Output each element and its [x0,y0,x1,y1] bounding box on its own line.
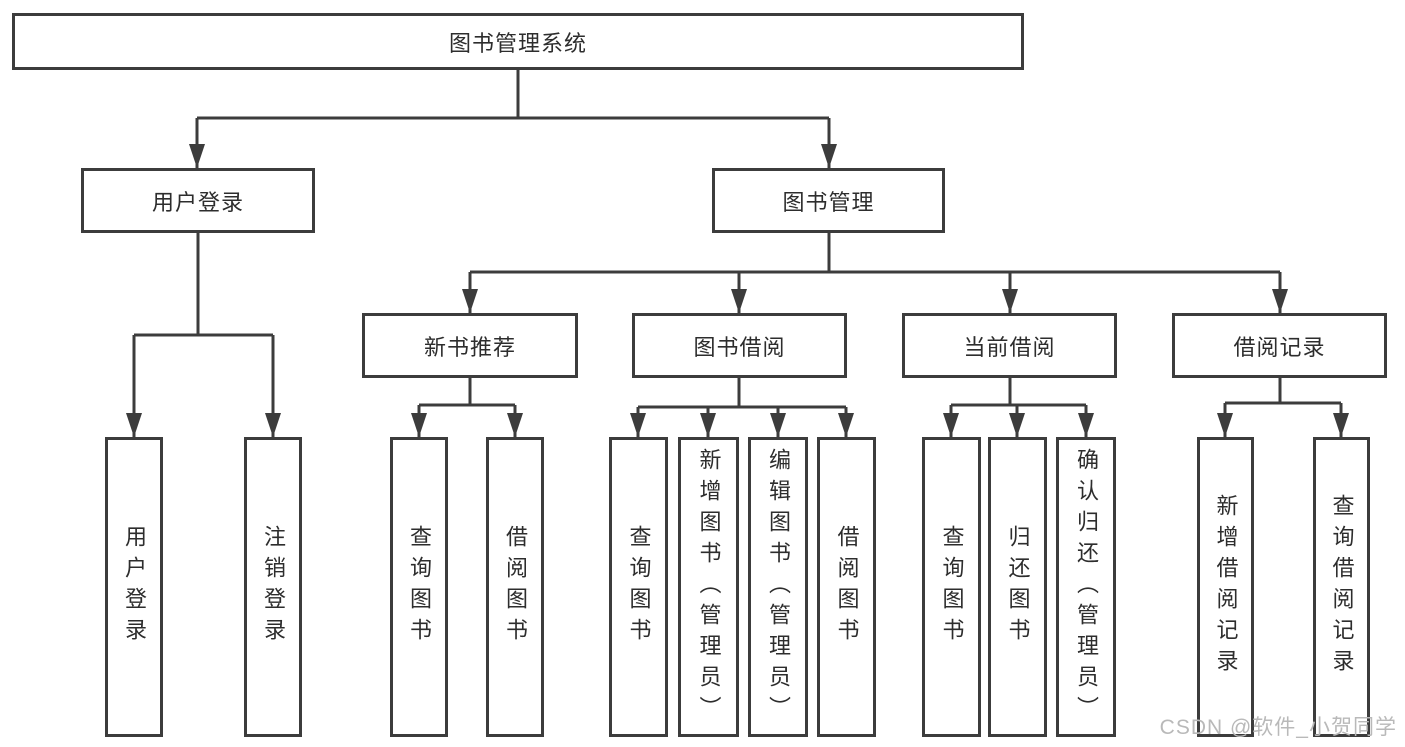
node-label: 注销登录 [261,525,286,649]
node-root-system: 图书管理系统 [12,13,1024,70]
node-label: 用户登录 [122,525,147,649]
watermark: CSDN @软件_小贺同学 [1159,716,1397,739]
leaf-borrow-books-recommend: 借阅图书 [486,437,544,737]
leaf-edit-book-admin: 编辑图书（管理员） [748,437,808,737]
node-label: 查询图书 [626,525,652,649]
node-label: 新书推荐 [423,334,516,360]
node-label: 借阅图书 [834,525,860,649]
node-label: 确认归还（管理员） [1074,447,1099,727]
node-label: 借阅记录 [1233,334,1326,360]
node-label: 图书管理系统 [448,30,587,56]
node-current-borrow: 当前借阅 [902,313,1117,378]
leaf-borrow-books-borrow: 借阅图书 [817,437,876,737]
leaf-confirm-return-admin: 确认归还（管理员） [1056,437,1116,737]
arrowhead-icons [126,144,1349,437]
leaf-return-book: 归还图书 [988,437,1047,737]
node-label: 当前借阅 [963,334,1056,360]
node-book-management: 图书管理 [712,168,945,233]
leaf-logout-login: 注销登录 [244,437,302,737]
leaf-query-books-current: 查询图书 [922,437,981,737]
node-label: 图书借阅 [693,334,786,360]
node-label: 查询图书 [939,525,965,649]
node-user-login: 用户登录 [81,168,315,233]
node-borrow-records: 借阅记录 [1172,313,1387,378]
node-label: 新增借阅记录 [1213,494,1239,680]
node-book-borrow: 图书借阅 [632,313,847,378]
leaf-user-login: 用户登录 [105,437,163,737]
node-label: 编辑图书（管理员） [766,447,791,727]
leaf-add-book-admin: 新增图书（管理员） [678,437,739,737]
node-label: 图书管理 [782,189,875,215]
node-label: 新增图书（管理员） [696,447,722,727]
leaf-query-books-recommend: 查询图书 [390,437,448,737]
node-new-book-recommend: 新书推荐 [362,313,578,378]
node-label: 查询借阅记录 [1329,494,1355,680]
node-label: 查询图书 [407,525,432,649]
node-label: 借阅图书 [503,525,528,649]
leaf-query-books-borrow: 查询图书 [609,437,668,737]
leaf-add-borrow-record: 新增借阅记录 [1197,437,1254,737]
leaf-query-borrow-record: 查询借阅记录 [1313,437,1370,737]
node-label: 用户登录 [151,189,244,215]
node-label: 归还图书 [1005,525,1031,649]
